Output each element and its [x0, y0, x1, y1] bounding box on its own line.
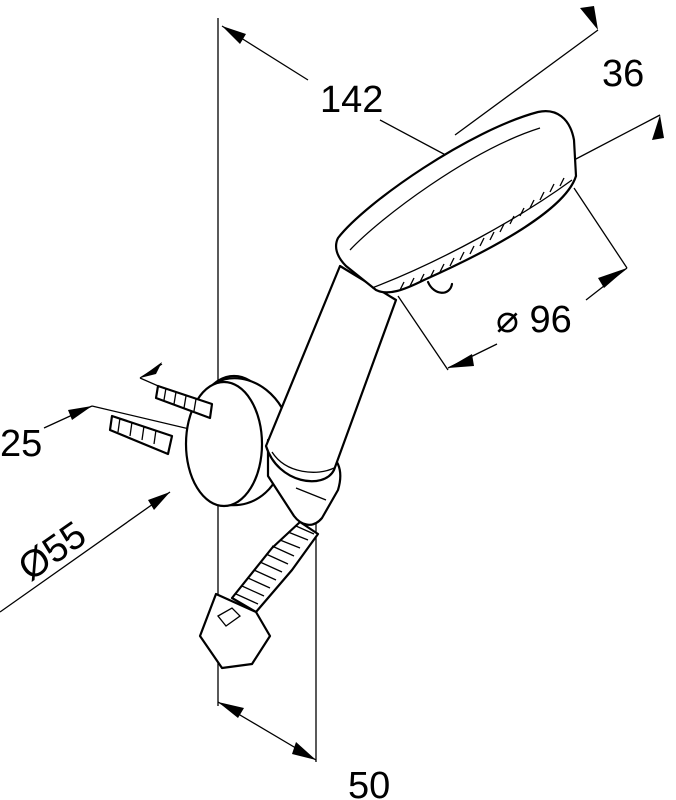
dim-96-label: ⌀ 96: [496, 299, 572, 341]
extension-lines: [0, 18, 661, 762]
dim-36-label: 36: [602, 53, 644, 95]
dim-25-label: 25: [0, 423, 42, 465]
hose-nut: [198, 592, 272, 670]
dim-50-label: 50: [348, 765, 390, 800]
shower-handle: [264, 264, 398, 483]
dim-142-label: 142: [320, 79, 383, 121]
dim-96-value: 96: [529, 299, 571, 341]
wall-plug-upper: [154, 384, 214, 420]
diameter-symbol: ⌀: [496, 299, 529, 341]
shower-head: [335, 110, 578, 294]
wall-plug-lower: [108, 414, 174, 456]
hose: [230, 520, 320, 614]
dimension-arrows: [43, 6, 664, 761]
dim-55-label: Ø55: [11, 514, 94, 590]
